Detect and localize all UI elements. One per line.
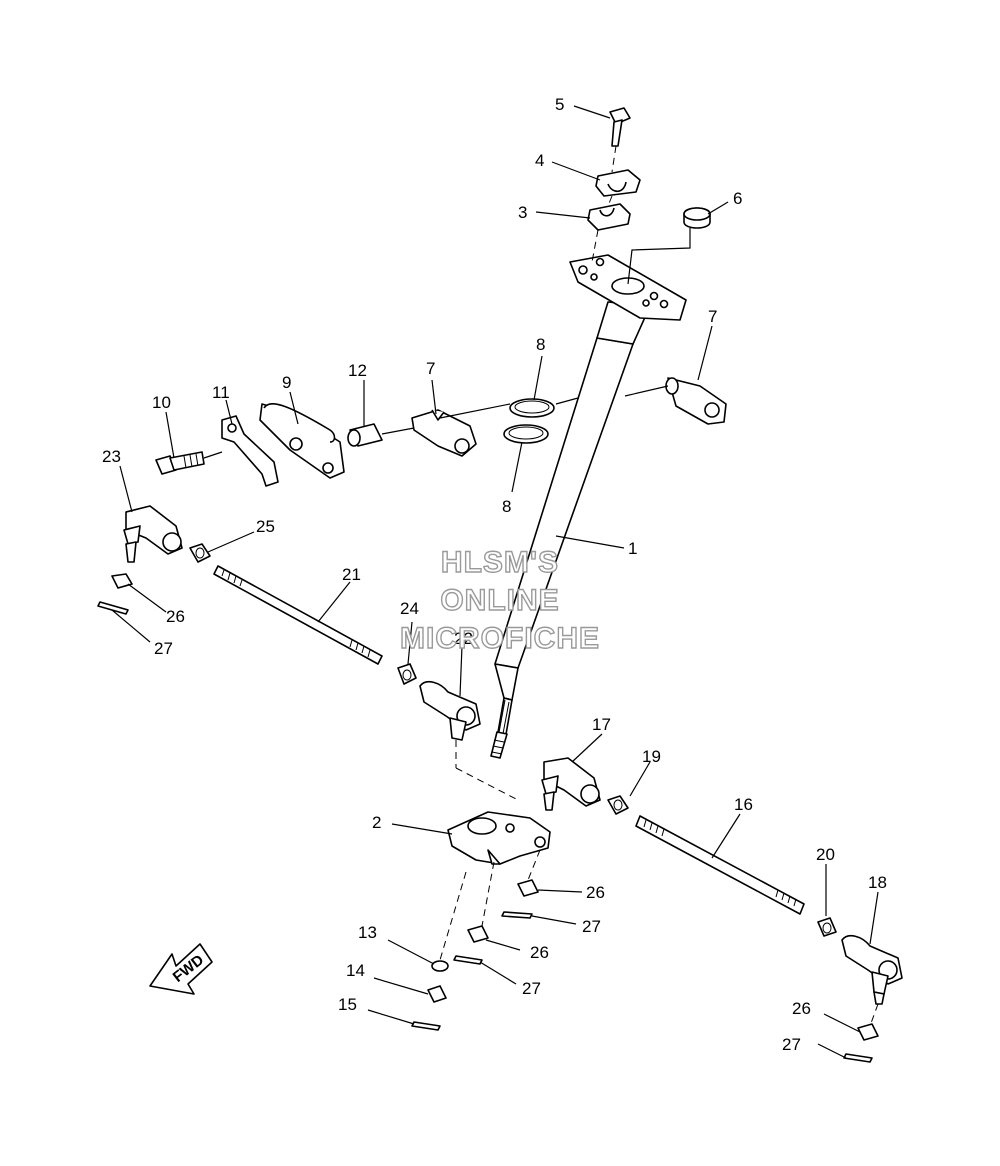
watermark-line-1: HLSM'S (441, 546, 559, 579)
callout-27-b: 27 (582, 917, 601, 936)
callout-18: 18 (868, 873, 887, 892)
upper-holder[interactable] (595, 169, 641, 197)
callout-19: 19 (642, 747, 661, 766)
tie-rod-21[interactable] (213, 565, 383, 665)
guide-plate[interactable] (259, 403, 345, 479)
castle-nut-b[interactable] (517, 879, 539, 897)
callout-23: 23 (102, 447, 121, 466)
cotter-pin-c[interactable] (453, 955, 483, 965)
callout-26-d: 26 (792, 999, 811, 1018)
callout-2: 2 (372, 813, 381, 832)
shaft-bushing-left[interactable] (411, 409, 477, 457)
callout-26-b: 26 (586, 883, 605, 902)
tie-rod-end-18[interactable] (841, 934, 903, 1005)
callout-7-right: 7 (708, 307, 717, 326)
holder-bolt[interactable] (609, 107, 631, 147)
callout-12: 12 (348, 361, 367, 380)
callout-8-upper: 8 (536, 335, 545, 354)
callout-27-c: 27 (522, 979, 541, 998)
cotter-pin-d[interactable] (843, 1053, 873, 1063)
callout-21: 21 (342, 565, 361, 584)
fwd-arrow-icon: FWD (149, 943, 213, 995)
callout-24: 24 (400, 599, 419, 618)
nut-19[interactable] (607, 795, 629, 815)
cotter-pin-b[interactable] (501, 911, 533, 919)
callout-7-left: 7 (426, 359, 435, 378)
castle-nut-a[interactable] (111, 573, 133, 589)
callout-4: 4 (535, 151, 544, 170)
cotter-pin-15[interactable] (411, 1021, 441, 1031)
callout-11: 11 (212, 383, 230, 402)
callout-27-a: 27 (154, 639, 173, 658)
tie-rod-end-17[interactable] (541, 757, 601, 811)
callout-26-c: 26 (530, 943, 549, 962)
nut-20[interactable] (817, 917, 837, 937)
plate-bolt[interactable] (155, 451, 205, 475)
callout-5: 5 (555, 95, 564, 114)
castle-nut-c[interactable] (467, 925, 489, 943)
callout-26-a: 26 (166, 607, 185, 626)
callout-14: 14 (346, 961, 365, 980)
cotter-pin-a[interactable] (97, 601, 129, 615)
washer-13[interactable] (431, 960, 449, 972)
callout-13: 13 (358, 923, 377, 942)
watermark-line-2: ONLINE (440, 584, 559, 617)
leader-lines (111, 105, 879, 1059)
castle-nut-d[interactable] (857, 1023, 879, 1041)
nut-25[interactable] (189, 543, 211, 563)
watermark: HLSM'S ONLINE MICROFICHE (399, 545, 600, 655)
callout-17: 17 (592, 715, 611, 734)
oil-seal-lower[interactable] (503, 424, 549, 444)
nut-14[interactable] (427, 985, 447, 1003)
collar[interactable] (347, 423, 383, 447)
lower-holder[interactable] (587, 203, 631, 231)
callout-15: 15 (338, 995, 357, 1014)
steering-shaft[interactable] (490, 254, 687, 759)
shaft-bushing-right[interactable] (665, 377, 727, 425)
tie-rod-end-23[interactable] (123, 505, 183, 563)
oil-seal-upper[interactable] (509, 398, 555, 418)
cap[interactable] (683, 207, 711, 229)
callout-8-lower: 8 (502, 497, 511, 516)
callout-9: 9 (282, 373, 291, 392)
tie-rod-end-22[interactable] (419, 680, 481, 741)
callout-20: 20 (816, 845, 835, 864)
callout-6: 6 (733, 189, 742, 208)
callout-25: 25 (256, 517, 275, 536)
callout-10: 10 (152, 393, 171, 412)
callout-22: 22 (454, 629, 473, 648)
watermark-line-3: MICROFICHE (400, 622, 600, 655)
callout-3: 3 (518, 203, 527, 222)
callout-labels: 1 2 3 4 5 6 7 7 8 8 9 10 11 12 13 14 15 … (102, 95, 887, 1054)
callout-27-d: 27 (782, 1035, 801, 1054)
pitman-arm[interactable] (447, 811, 551, 865)
nut-24[interactable] (397, 663, 417, 685)
tie-rod-16[interactable] (635, 815, 805, 915)
callout-16: 16 (734, 795, 753, 814)
callout-1: 1 (628, 539, 637, 558)
